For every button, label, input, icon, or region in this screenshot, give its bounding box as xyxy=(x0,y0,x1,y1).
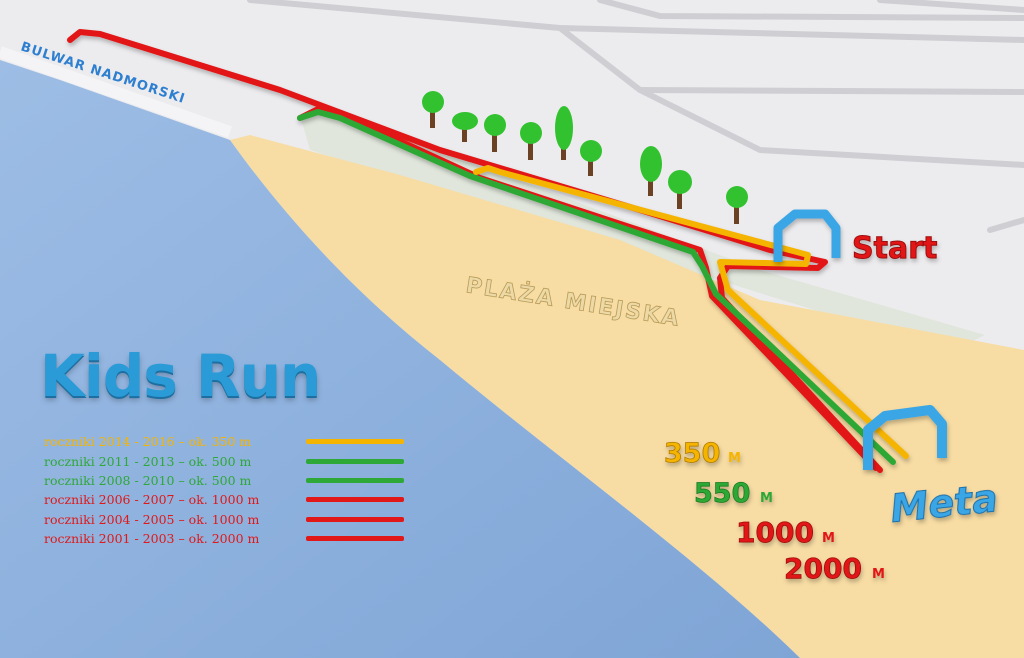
distance-marker-350: 350 M xyxy=(664,438,741,470)
tree-icon xyxy=(726,186,748,224)
tree-icon xyxy=(668,170,692,209)
routes xyxy=(67,29,909,473)
legend-label: roczniki 2008 - 2010 – ok. 500 m xyxy=(44,472,252,488)
legend-label: roczniki 2001 - 2003 – ok. 2000 m xyxy=(44,531,260,547)
sea-area xyxy=(0,60,800,658)
distance-unit: M xyxy=(760,491,773,506)
distance-value: 1000 xyxy=(736,516,814,549)
legend: roczniki 2014 - 2016 – ok. 350 m rocznik… xyxy=(44,432,404,548)
distance-value: 350 xyxy=(664,438,720,469)
legend-swatch xyxy=(306,516,404,522)
route-2000m xyxy=(67,29,883,473)
distance-value: 550 xyxy=(694,478,750,509)
route-500m xyxy=(297,109,896,465)
legend-swatch xyxy=(306,497,404,503)
trees xyxy=(422,91,748,224)
route-350m xyxy=(473,165,909,459)
legend-item: roczniki 2014 - 2016 – ok. 350 m xyxy=(44,432,404,451)
legend-item: roczniki 2001 - 2003 – ok. 2000 m xyxy=(44,529,404,548)
legend-item: roczniki 2006 - 2007 – ok. 1000 m xyxy=(44,490,404,509)
distance-unit: M xyxy=(822,531,835,546)
distance-unit: M xyxy=(728,451,741,466)
tree-icon xyxy=(580,140,602,176)
tree-icon xyxy=(484,114,506,152)
legend-item: roczniki 2004 - 2005 – ok. 1000 m xyxy=(44,510,404,529)
legend-swatch xyxy=(306,536,404,542)
distance-marker-550: 550 M xyxy=(694,478,773,510)
tree-icon xyxy=(640,146,662,196)
tree-icon xyxy=(520,122,542,160)
start-label: Start xyxy=(852,231,937,266)
legend-label: roczniki 2014 - 2016 – ok. 350 m xyxy=(44,434,252,450)
legend-item: roczniki 2008 - 2010 – ok. 500 m xyxy=(44,471,404,490)
distance-marker-1000: 1000 M xyxy=(736,516,835,550)
start-gate-icon xyxy=(773,209,841,262)
legend-item: roczniki 2011 - 2013 – ok. 500 m xyxy=(44,451,404,470)
legend-swatch xyxy=(306,439,404,445)
legend-label: roczniki 2004 - 2005 – ok. 1000 m xyxy=(44,511,260,527)
street-grid xyxy=(247,0,1024,233)
legend-label: roczniki 2006 - 2007 – ok. 1000 m xyxy=(44,492,260,508)
page-title: Kids Run xyxy=(40,342,321,410)
distance-unit: M xyxy=(872,567,885,582)
boulevard-edge xyxy=(0,46,232,138)
finish-gate-icon xyxy=(863,405,947,470)
distance-marker-2000: 2000 M xyxy=(784,552,885,586)
tree-icon xyxy=(422,91,444,128)
tree-icon xyxy=(555,106,573,160)
legend-swatch xyxy=(306,477,404,483)
legend-label: roczniki 2011 - 2013 – ok. 500 m xyxy=(44,453,252,469)
beach-area xyxy=(230,135,1024,658)
distance-value: 2000 xyxy=(784,552,862,585)
tree-icon xyxy=(452,112,478,142)
legend-swatch xyxy=(306,458,404,464)
